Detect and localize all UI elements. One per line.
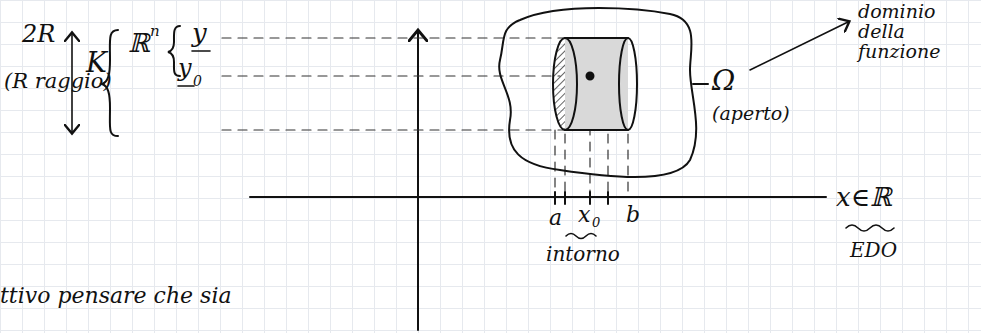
subscript: 0: [592, 216, 600, 230]
space-label: ℝ: [128, 30, 150, 57]
tick-label: b: [626, 203, 640, 226]
note-label: dominio della funzione: [858, 2, 950, 62]
tick-label: x: [578, 203, 590, 226]
note-label: EDO: [850, 240, 897, 261]
domain-label: Ω: [712, 66, 735, 95]
dimension-label: 2R: [22, 22, 55, 47]
subscript: 0: [193, 74, 202, 89]
axis-label: x∈ℝ: [836, 184, 892, 211]
exponent: n: [150, 24, 160, 40]
y-axis: [417, 32, 419, 330]
variable-label: y: [178, 56, 192, 81]
variable-label: y: [192, 20, 207, 47]
omega-region: [499, 8, 696, 177]
note-text: ttivo pensare che sia: [0, 284, 232, 307]
set-label: K: [86, 48, 107, 77]
note-label: (aperto): [712, 104, 790, 124]
x-axis: [250, 196, 826, 198]
note-label: intorno: [546, 244, 620, 265]
tick-label: a: [549, 206, 562, 229]
